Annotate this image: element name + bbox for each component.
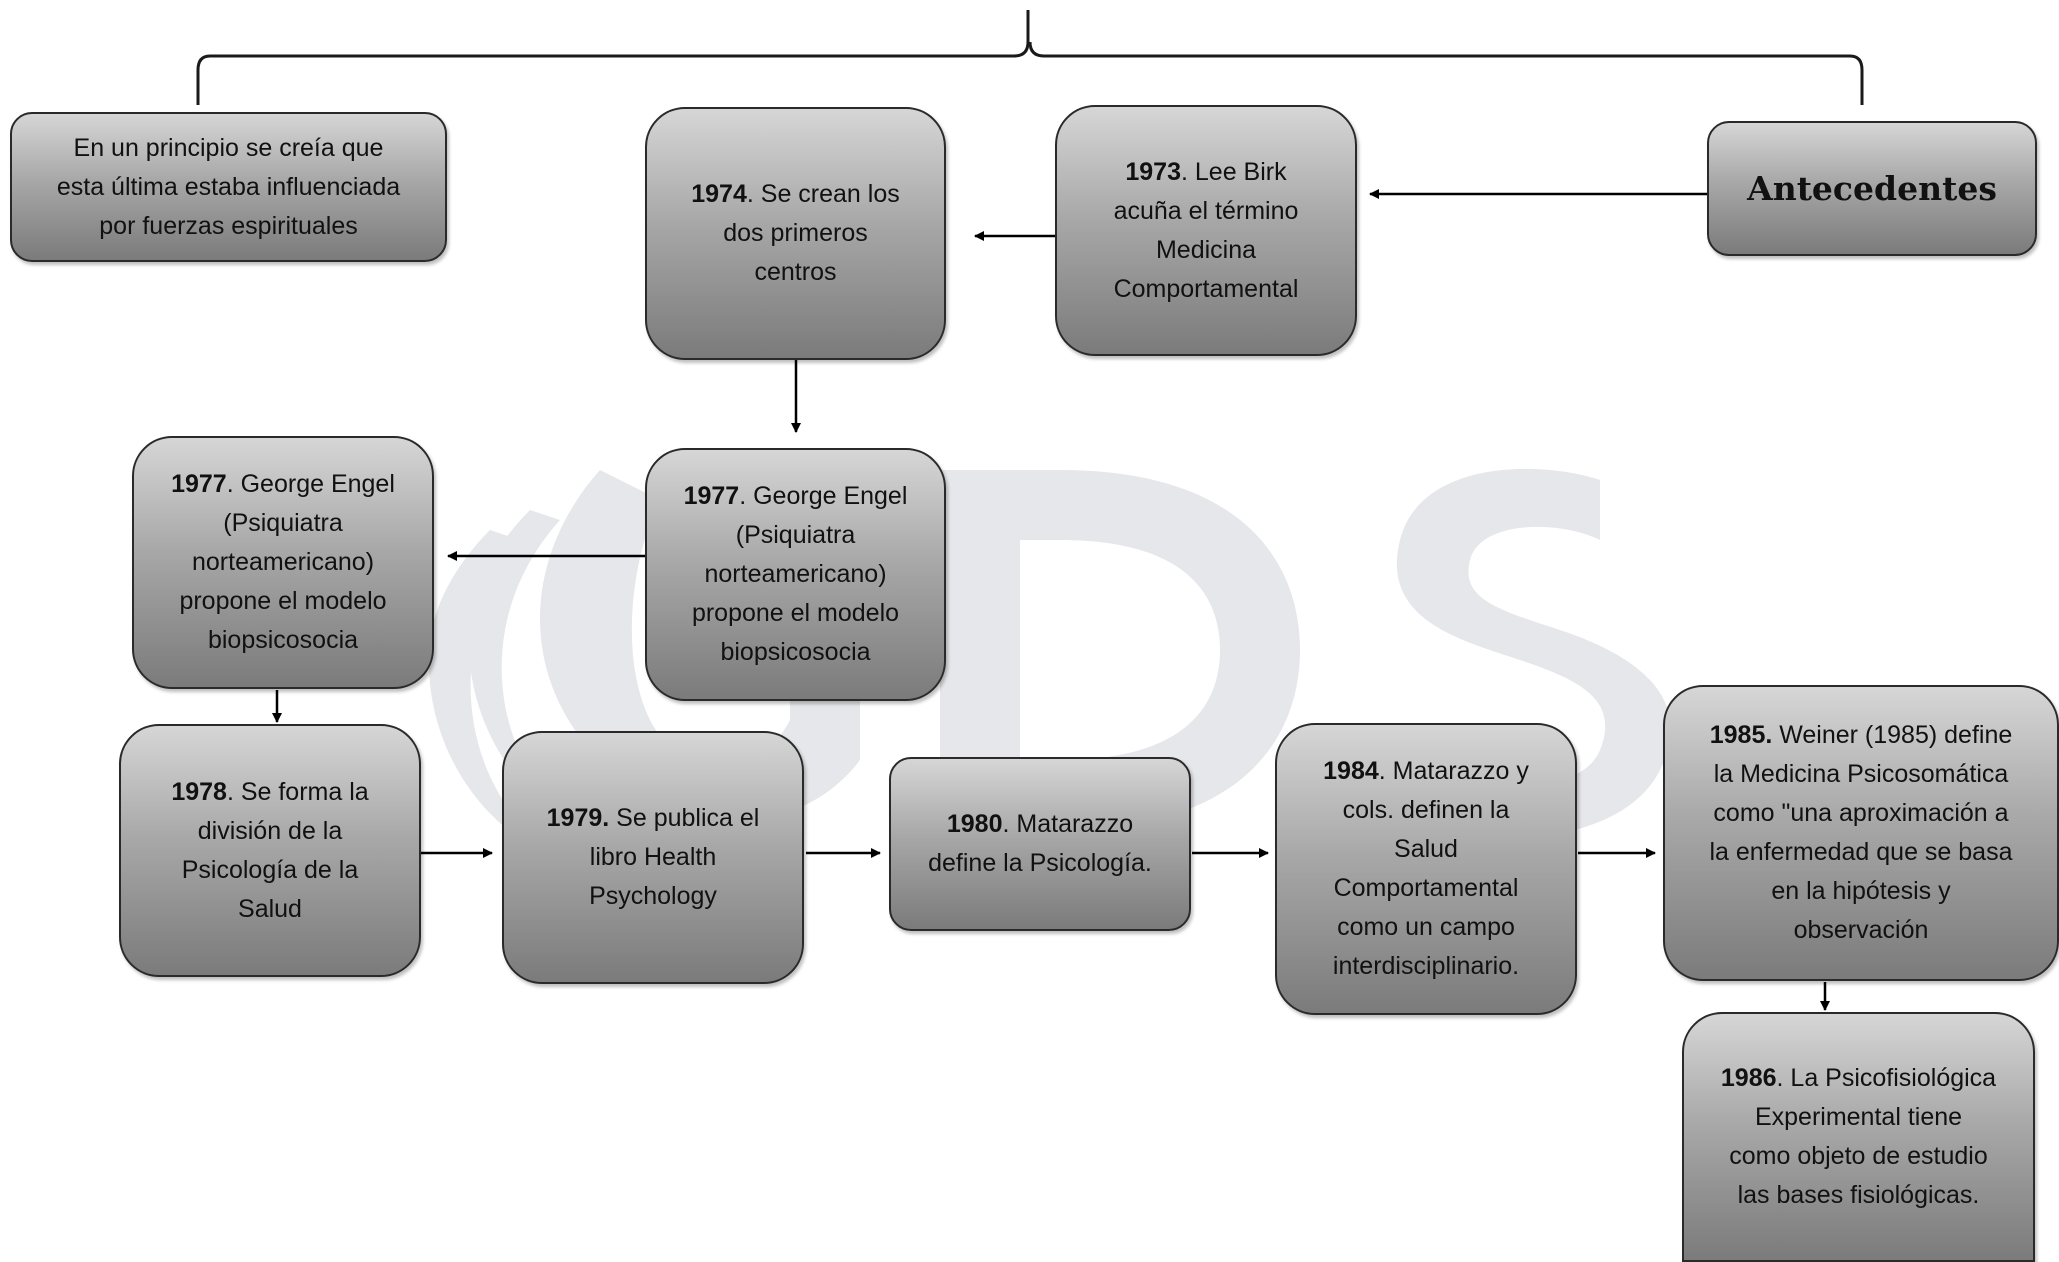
node-1984-line-4: como un campo [1337,913,1515,941]
node-1986: 1986. La Psicofisiológica Experimental t… [1682,1012,2035,1262]
year-1985: 1985. [1709,721,1773,749]
node-1979-line-1: libro Health [589,843,717,871]
node-1980-first: . Matarazzo [1002,810,1134,838]
node-1979: 1979. Se publica el libro Health Psychol… [502,731,804,984]
node-1973: 1973. Lee Birk acuña el término Medicina… [1055,105,1357,356]
node-1979-line-2: Psychology [589,882,717,910]
node-1977a-line-2: norteamericano) [191,548,375,576]
node-1977a-line-4: biopsicosocia [207,626,359,654]
year-1986: 1986 [1720,1064,1777,1092]
node-1980-line-1: define la Psicología. [928,849,1152,877]
node-1974-first: . Se crean los [746,180,900,208]
espiritual-line-3: por fuerzas espirituales [99,211,358,240]
node-1978-first: . Se forma la [226,777,369,806]
node-1986-line-2: como objeto de estudio [1729,1142,1988,1170]
node-1978-line-3: Salud [238,894,302,923]
node-1977a-first: . George Engel [226,470,395,498]
node-1977-left: 1977. George Engel (Psiquiatra norteamer… [132,436,434,689]
node-1985-line-4: en la hipótesis y [1771,877,1951,905]
node-1984-line-5: interdisciplinario. [1332,952,1520,980]
espiritual-line-2: esta última estaba influenciada [56,172,401,201]
node-1974-line-2: centros [754,258,837,286]
node-1979-heading: 1979. Se publica el [547,799,760,838]
top-brace-right [1028,41,1864,105]
node-antecedentes: Antecedentes [1707,121,2037,256]
node-1977b-line-3: propone el modelo [691,599,900,627]
node-1977b-heading: 1977. George Engel [684,477,908,516]
node-1978-heading: 1978. Se forma la [171,773,368,812]
node-1986-heading: 1986. La Psicofisiológica [1721,1059,1996,1098]
antecedentes-title: Antecedentes [1747,169,1997,208]
node-1977a-line-1: (Psiquiatra [223,509,343,537]
node-1985-first: Weiner (1985) define [1772,721,2013,749]
node-1985-line-1: la Medicina Psicosomática [1713,760,2009,788]
node-1974-line-1: dos primeros [723,219,868,247]
year-1984: 1984 [1323,757,1379,785]
year-1980: 1980 [946,810,1003,838]
node-espiritual: En un principio se creía que esta última… [10,112,447,262]
node-1985-line-2: como "una aproximación a [1713,799,2009,827]
node-1973-heading: 1973. Lee Birk [1125,153,1286,192]
espiritual-line-1: En un principio se creía que [73,133,384,162]
year-1973: 1973 [1125,157,1181,186]
node-1980-heading: 1980. Matarazzo [947,805,1133,844]
node-1978: 1978. Se forma la división de la Psicolo… [119,724,421,977]
node-1978-line-1: división de la [197,816,343,845]
node-1974-heading: 1974. Se crean los [691,175,899,214]
node-1985-line-5: observación [1793,916,1929,944]
node-1980: 1980. Matarazzo define la Psicología. [889,757,1191,931]
year-1978: 1978 [171,777,227,806]
year-1974: 1974 [691,180,747,208]
node-1979-first: Se publica el [609,804,760,832]
node-1984-line-1: cols. definen la [1342,796,1510,824]
node-1985: 1985. Weiner (1985) define la Medicina P… [1663,685,2059,981]
node-1977b-first: . George Engel [739,482,908,510]
year-1979: 1979. [546,804,610,832]
node-1977a-line-3: propone el modelo [179,587,387,615]
year-1977b: 1977 [683,482,740,510]
node-1973-line-3: Comportamental [1113,274,1299,303]
node-1984: 1984. Matarazzo y cols. definen la Salud… [1275,723,1577,1015]
node-1978-line-2: Psicología de la [181,855,359,884]
node-1986-line-3: las bases fisiológicas. [1737,1181,1980,1209]
top-brace [196,10,1030,105]
node-1986-first: . La Psicofisiológica [1776,1064,1997,1092]
year-1977a: 1977 [171,470,227,498]
node-1977b-line-4: biopsicosocia [720,638,871,666]
node-1973-line-1: acuña el término [1113,196,1299,225]
node-1984-heading: 1984. Matarazzo y [1323,752,1529,791]
node-1977-right: 1977. George Engel (Psiquiatra norteamer… [645,448,946,701]
node-1974: 1974. Se crean los dos primeros centros [645,107,946,360]
node-1985-line-3: la enfermedad que se basa [1709,838,2013,866]
node-1984-first: . Matarazzo y [1378,757,1529,785]
node-1973-line-2: Medicina [1155,235,1257,264]
node-1973-first: . Lee Birk [1181,157,1287,186]
node-1977b-line-1: (Psiquiatra [735,521,856,549]
node-1986-line-1: Experimental tiene [1754,1103,1963,1131]
node-1984-line-3: Comportamental [1333,874,1519,902]
node-1977b-line-2: norteamericano) [704,560,887,588]
node-1984-line-2: Salud [1394,835,1458,863]
node-1985-heading: 1985. Weiner (1985) define [1710,716,2013,755]
node-1977a-heading: 1977. George Engel [171,465,395,504]
